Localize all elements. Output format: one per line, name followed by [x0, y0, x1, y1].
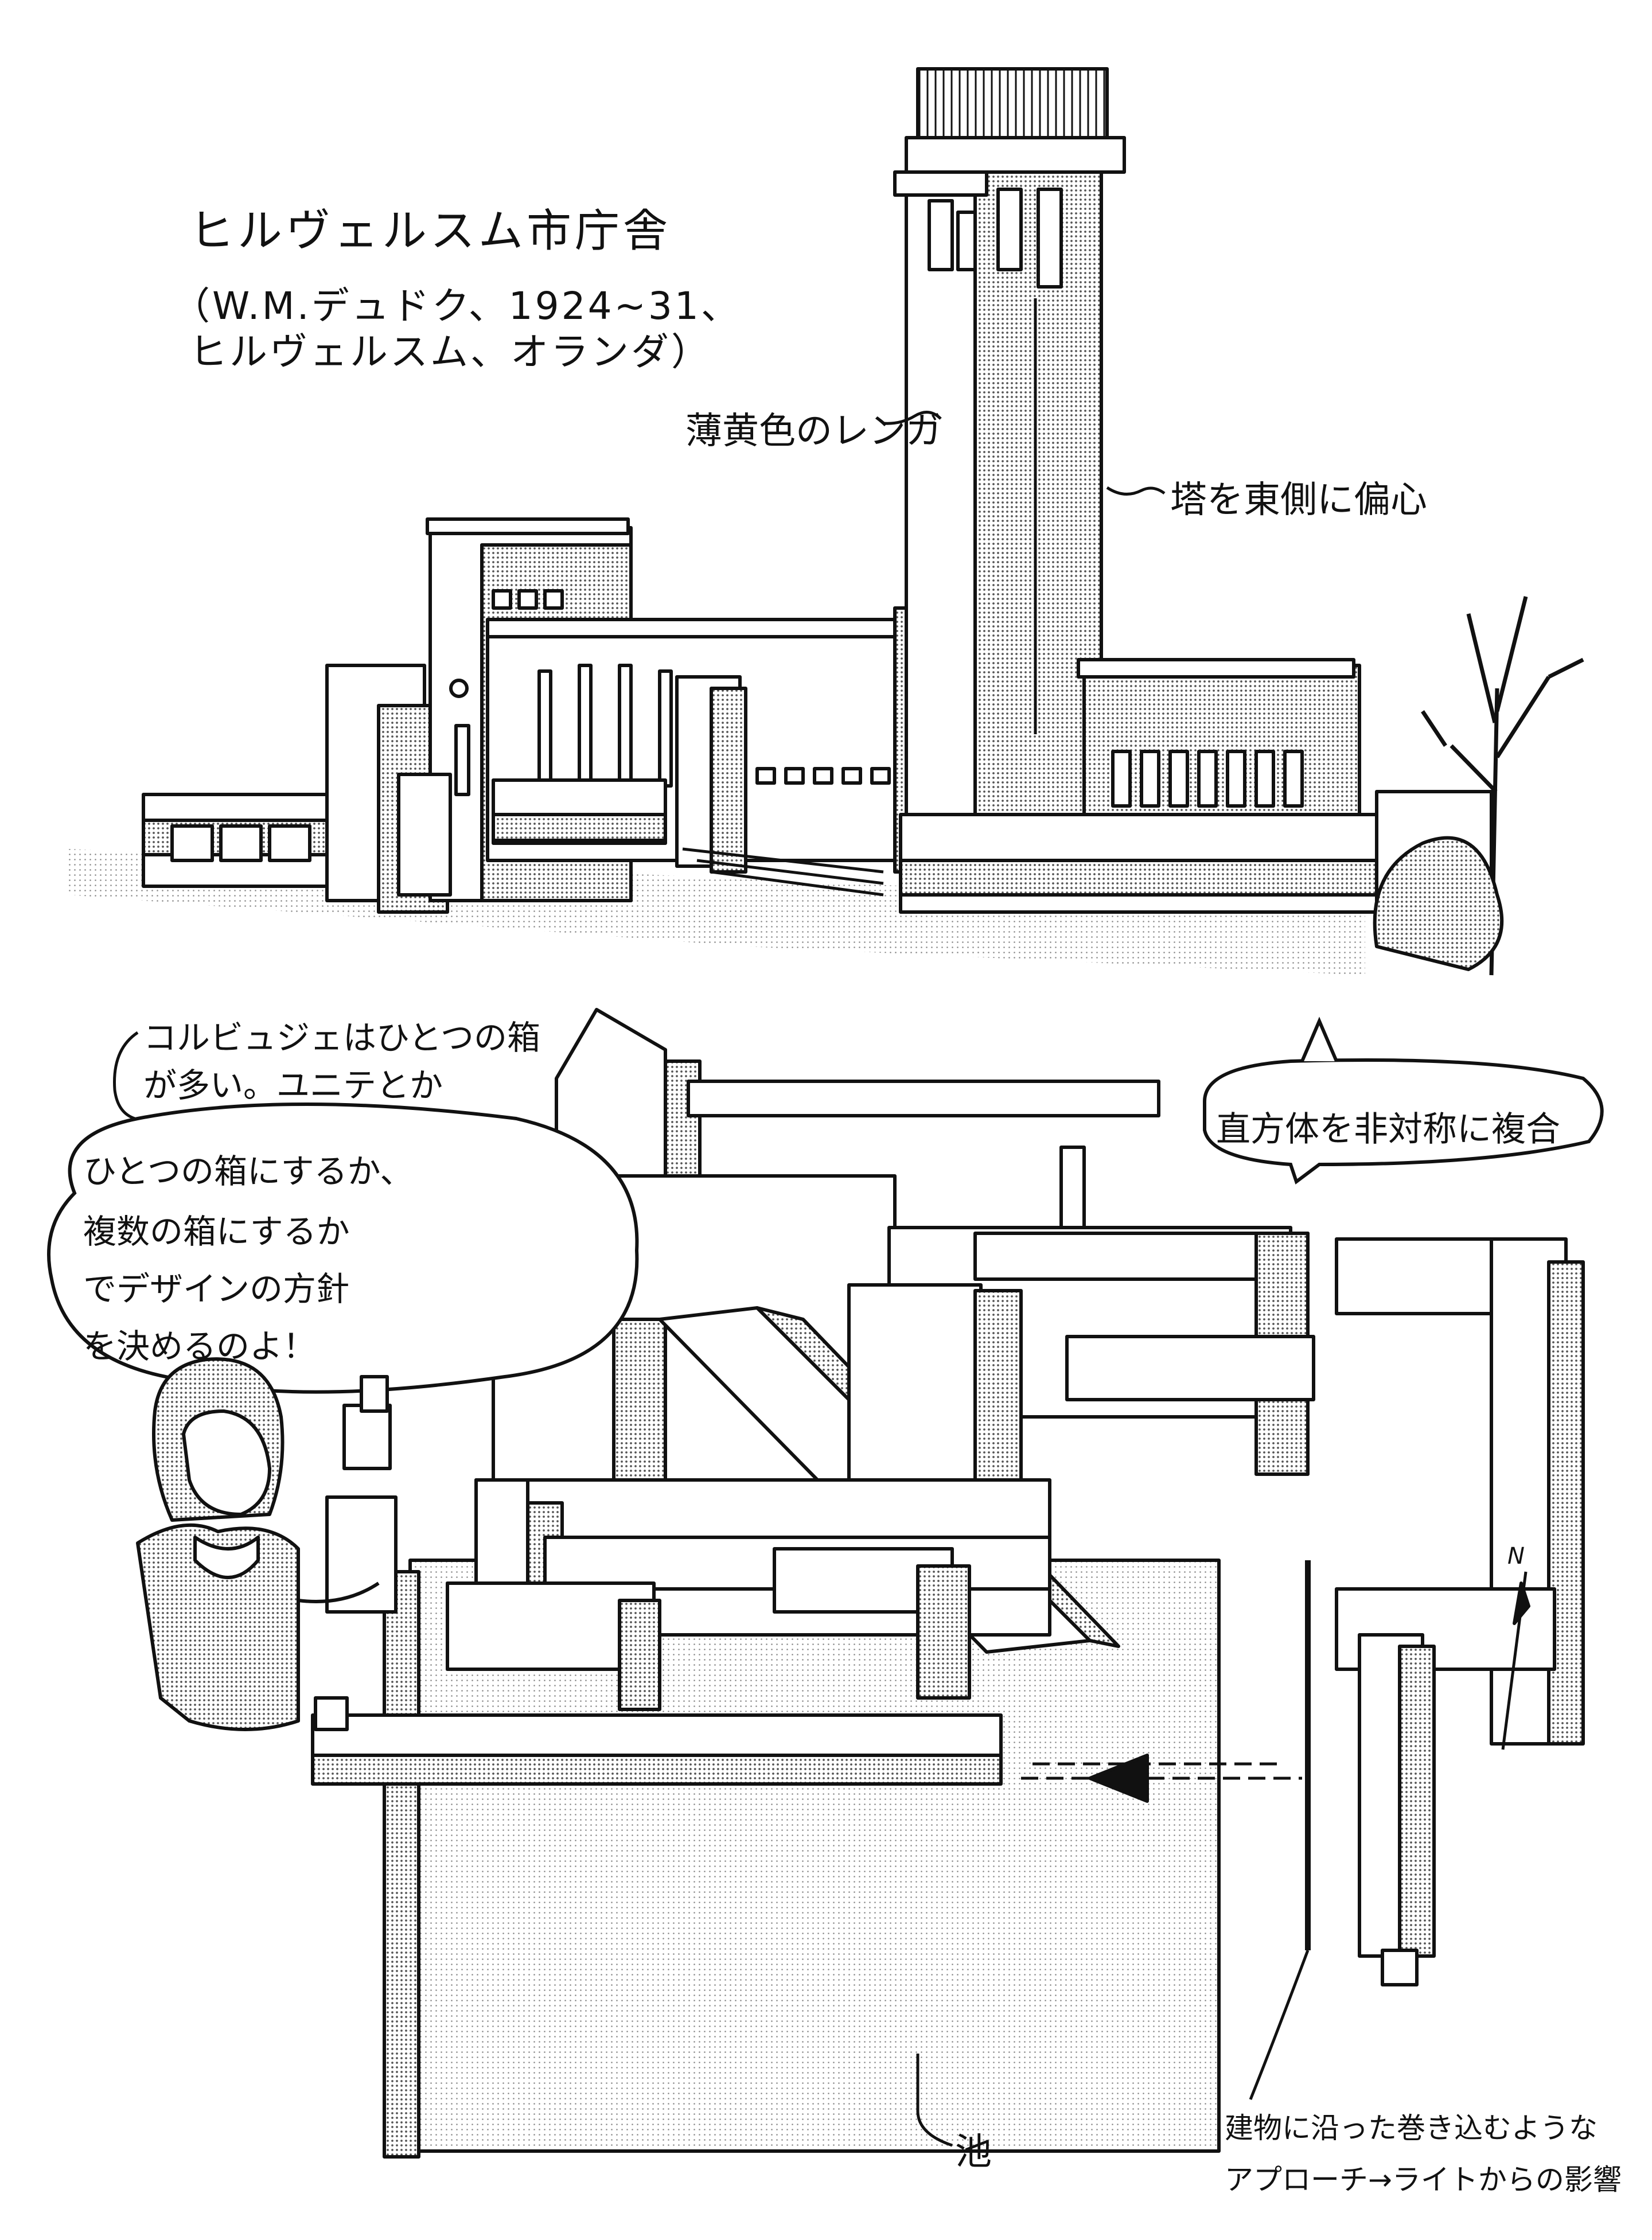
north-arrow-label: N: [1507, 1543, 1525, 1569]
speech-line-3: でデザインの方針: [83, 1269, 350, 1308]
speech-bubble-right: [1203, 1016, 1604, 1185]
building-title: ヒルヴェルスム市庁舎: [189, 205, 672, 257]
character-figure: [136, 1357, 398, 1731]
approach-note-line-2: アプローチ→ライトからの影響: [1225, 2163, 1622, 2196]
corbusier-note-line-2: が多い。ユニテとか: [143, 1066, 443, 1105]
pond-label: 池: [955, 2131, 992, 2173]
axonometric-drawing: [311, 1008, 1585, 2159]
leader-lines: [113, 411, 1310, 2147]
town-hall-drawing: [69, 67, 1584, 976]
speech-bubble-left: [47, 1103, 639, 1427]
credit-line-2: ヒルヴェルスム、オランダ）: [189, 330, 711, 374]
speech-line-4: を決めるのよ！: [83, 1327, 317, 1366]
cubes-label: 直方体を非対称に複合: [1216, 1109, 1560, 1150]
tower-label: 塔を東側に偏心: [1170, 479, 1427, 521]
corbusier-note-line-1: コルビュジェはひとつの箱: [143, 1018, 540, 1057]
approach-note-line-1: 建物に沿った巻き込むような: [1225, 2112, 1598, 2145]
credit-line-1: （W.M.デュドク、1924~31、: [172, 284, 741, 328]
speech-line-1: ひとつの箱にするか、: [83, 1152, 414, 1191]
brick-label: 薄黄色のレンガ: [685, 410, 942, 453]
speech-line-2: 複数の箱にするか: [83, 1212, 350, 1251]
